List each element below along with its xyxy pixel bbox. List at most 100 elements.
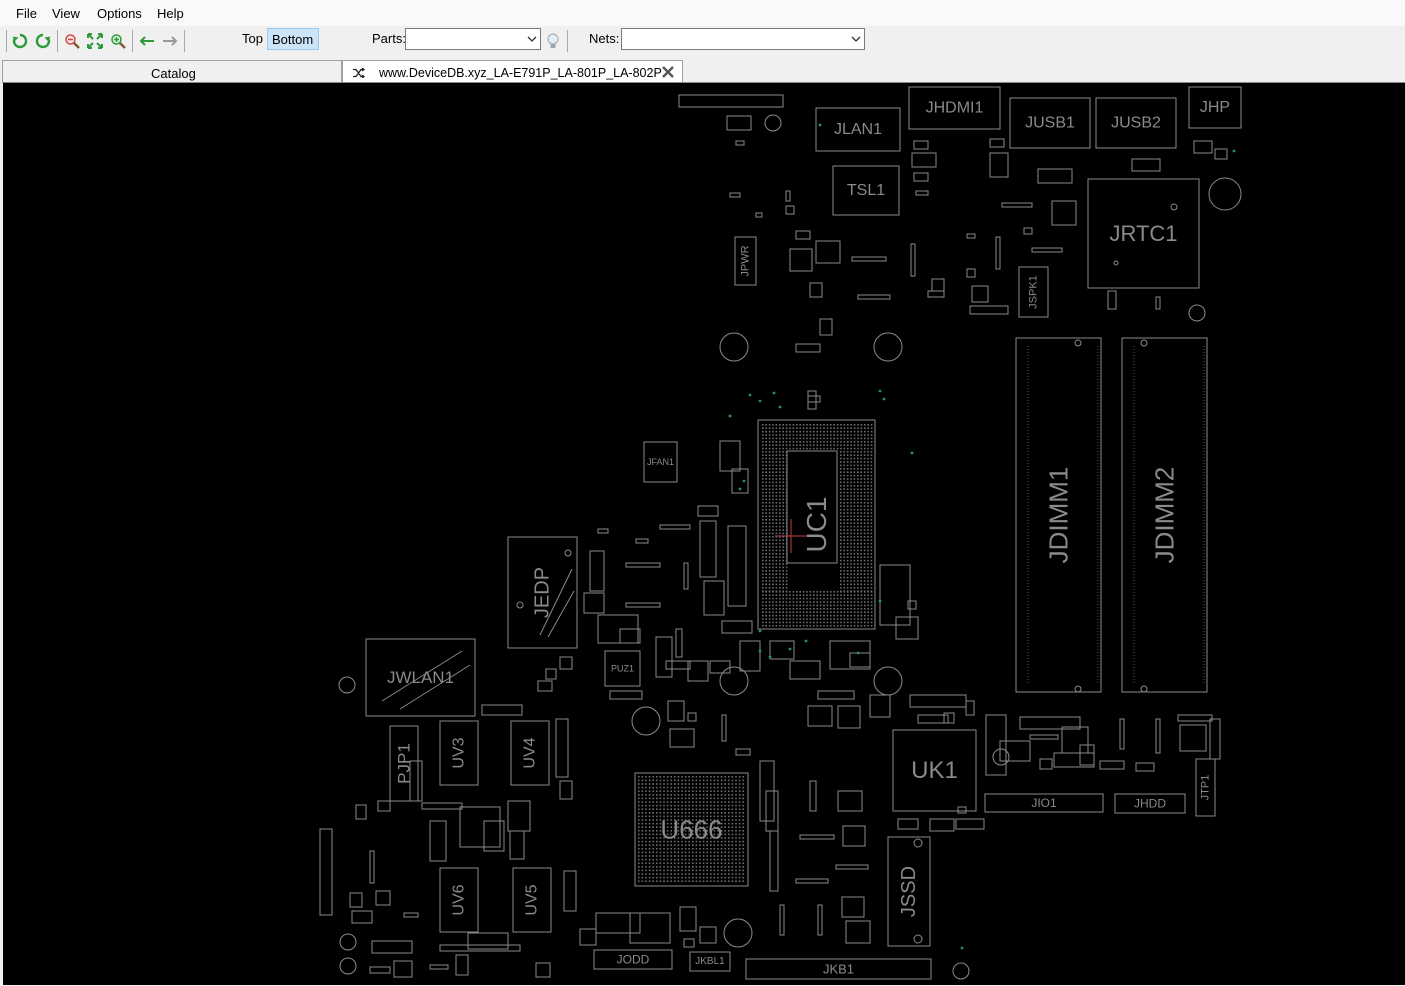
component-jkbl1[interactable]: JKBL1 xyxy=(689,951,731,972)
small-component xyxy=(669,728,695,748)
small-component xyxy=(678,94,784,108)
component-uv4[interactable]: UV4 xyxy=(510,720,550,786)
small-component xyxy=(785,190,791,202)
small-component xyxy=(969,305,1009,315)
menu-options[interactable]: Options xyxy=(97,6,142,21)
component-jdimm1[interactable]: JDIMM1 xyxy=(1015,337,1102,693)
component-jusb1[interactable]: JUSB1 xyxy=(1009,97,1091,149)
menu-file[interactable]: File xyxy=(16,6,37,21)
small-component xyxy=(369,850,375,884)
component-jlan1[interactable]: JLAN1 xyxy=(815,107,901,152)
component-pjp1[interactable]: PJP1 xyxy=(389,725,419,802)
component-jtp1[interactable]: JTP1 xyxy=(1195,758,1216,817)
small-component xyxy=(719,440,741,472)
small-component xyxy=(965,700,975,716)
small-component xyxy=(1053,752,1095,768)
component-jodd[interactable]: JODD xyxy=(593,949,673,970)
component-jio1[interactable]: JIO1 xyxy=(984,793,1104,813)
tab-catalog[interactable]: Catalog xyxy=(2,60,342,83)
small-component xyxy=(635,538,649,544)
component-jpwr[interactable]: JPWR xyxy=(734,236,757,286)
close-icon[interactable] xyxy=(661,65,675,79)
nets-combobox[interactable] xyxy=(621,28,865,50)
rotate-left-icon[interactable] xyxy=(11,31,29,51)
lightbulb-icon[interactable] xyxy=(544,31,562,51)
small-component xyxy=(625,602,661,608)
small-component xyxy=(559,780,573,800)
test-point xyxy=(758,649,762,653)
rotate-right-icon[interactable] xyxy=(34,31,52,51)
component-label: U666 xyxy=(660,815,722,845)
component-uv3[interactable]: UV3 xyxy=(439,720,479,786)
component-u666[interactable]: U666 xyxy=(634,772,749,887)
menu-view[interactable]: View xyxy=(52,6,80,21)
small-component xyxy=(699,926,717,944)
mounting-hole xyxy=(719,332,749,362)
component-uc1[interactable]: UC1 xyxy=(757,419,876,630)
component-jrtc1[interactable]: JRTC1 xyxy=(1087,178,1200,289)
small-component xyxy=(683,562,689,590)
component-jwlan1[interactable]: JWLAN1 xyxy=(365,638,476,717)
zoom-out-icon[interactable] xyxy=(63,31,81,51)
component-jspk1[interactable]: JSPK1 xyxy=(1018,266,1049,318)
toolbar: Top Bottom Parts: Nets: xyxy=(0,26,1405,58)
small-component xyxy=(375,890,391,906)
component-label: JLAN1 xyxy=(834,121,882,138)
small-component xyxy=(1135,762,1155,772)
component-jssd[interactable]: JSSD xyxy=(887,836,931,947)
component-jkb1[interactable]: JKB1 xyxy=(745,958,932,980)
component-uk1[interactable]: UK1 xyxy=(892,729,977,812)
component-label: UV6 xyxy=(451,884,468,915)
fit-view-icon[interactable] xyxy=(86,31,104,51)
menu-help[interactable]: Help xyxy=(157,6,184,21)
small-component xyxy=(579,928,597,946)
side-top-button[interactable]: Top xyxy=(242,31,263,46)
connector-marking xyxy=(539,568,575,638)
component-label: JHDMI1 xyxy=(926,100,984,117)
component-label: JSPK1 xyxy=(1028,275,1040,309)
component-jfan1[interactable]: JFAN1 xyxy=(643,441,678,483)
component-tsl1[interactable]: TSL1 xyxy=(832,165,900,216)
small-component xyxy=(1051,200,1077,226)
component-outline xyxy=(1009,97,1091,149)
small-component xyxy=(915,190,929,196)
small-component xyxy=(966,268,976,278)
parts-combobox[interactable] xyxy=(405,28,541,50)
component-jhp[interactable]: JHP xyxy=(1188,86,1242,129)
component-label: JDIMM2 xyxy=(1150,467,1180,564)
small-component xyxy=(837,705,861,729)
component-label: JIO1 xyxy=(1031,796,1057,810)
forward-arrow-icon[interactable] xyxy=(161,31,179,51)
zoom-in-icon[interactable] xyxy=(109,31,127,51)
component-jusb2[interactable]: JUSB2 xyxy=(1095,97,1177,149)
tab-document[interactable]: www.DeviceDB.xyz_LA-E791P_LA-801P_LA-802… xyxy=(342,60,683,84)
small-component xyxy=(913,172,929,182)
side-bottom-button[interactable]: Bottom xyxy=(267,28,319,50)
component-jdimm2[interactable]: JDIMM2 xyxy=(1121,337,1208,693)
component-jhdd[interactable]: JHDD xyxy=(1114,793,1186,814)
small-component xyxy=(911,152,937,168)
component-uv5[interactable]: UV5 xyxy=(512,867,552,933)
back-arrow-icon[interactable] xyxy=(138,31,156,51)
small-component xyxy=(795,230,811,240)
component-uv6[interactable]: UV6 xyxy=(439,867,479,933)
bga-pads xyxy=(840,451,873,592)
component-jedp[interactable]: JEDP xyxy=(507,536,578,649)
small-component xyxy=(659,524,691,530)
component-label: UV3 xyxy=(451,737,468,768)
small-component xyxy=(799,834,835,840)
component-label: JTP1 xyxy=(1200,775,1212,801)
bga-pads xyxy=(762,591,873,627)
small-component xyxy=(1131,158,1161,172)
small-component xyxy=(1023,227,1033,235)
component-jhdmi1[interactable]: JHDMI1 xyxy=(908,86,1001,130)
small-component xyxy=(727,525,747,607)
shuffle-icon[interactable] xyxy=(353,68,365,78)
small-component xyxy=(1179,724,1207,752)
small-component xyxy=(849,652,871,668)
die-outline xyxy=(786,450,838,564)
component-puz1[interactable]: PUZ1 xyxy=(604,650,641,687)
small-component xyxy=(459,806,501,848)
